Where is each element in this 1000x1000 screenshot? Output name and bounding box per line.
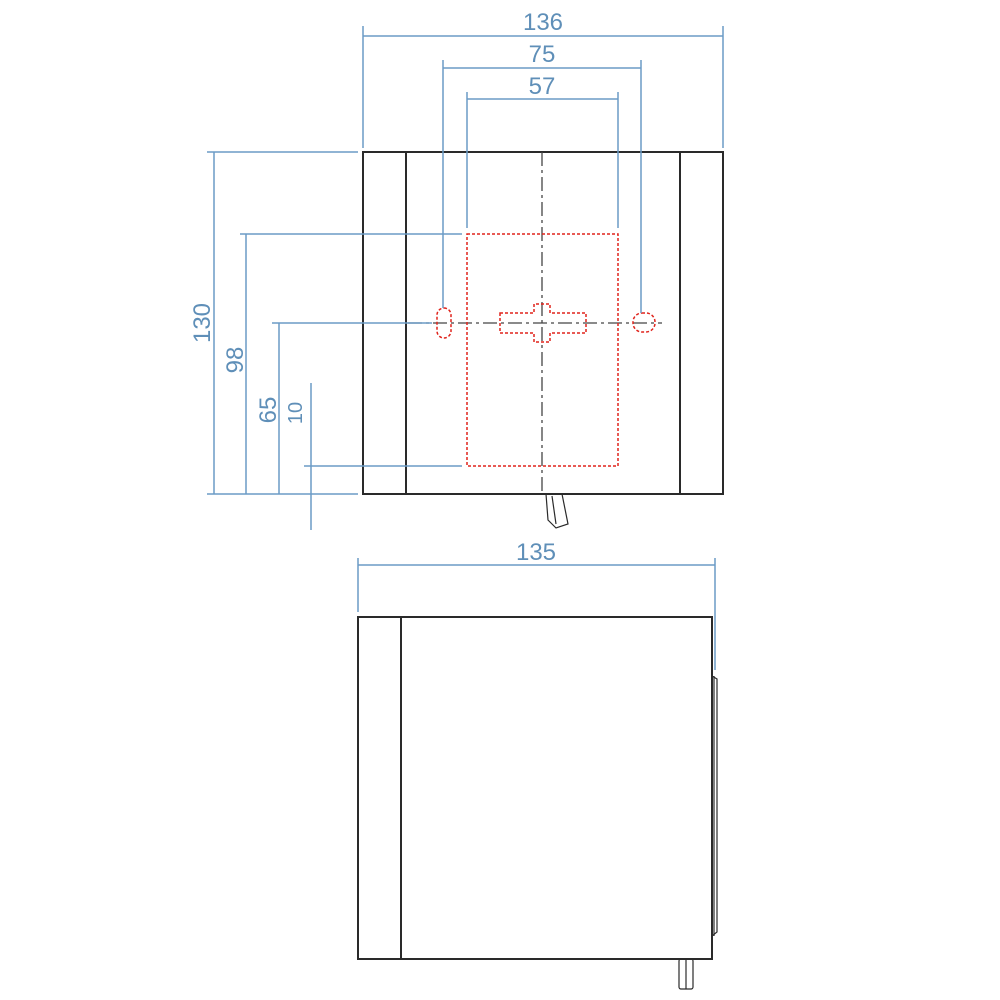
dimension-height-130: 130 <box>189 151 358 495</box>
center-keyhole-slot <box>499 303 587 343</box>
front-dimensions: 136 75 57 130 98 <box>189 9 724 530</box>
label-57: 57 <box>529 73 556 100</box>
dimension-height-10: 10 <box>285 383 462 530</box>
dimension-slot-spacing-75: 75 <box>442 41 642 313</box>
side-view <box>357 616 718 990</box>
label-65: 65 <box>255 397 282 424</box>
dimension-width-136: 136 <box>362 9 724 148</box>
front-view <box>362 151 724 529</box>
right-mounting-slot <box>632 312 656 333</box>
label-136: 136 <box>523 9 563 36</box>
side-body-outline <box>357 616 713 960</box>
dimension-depth-135: 135 <box>357 539 716 670</box>
label-135: 135 <box>516 539 556 566</box>
dimension-template-width-57: 57 <box>466 73 619 228</box>
label-10: 10 <box>285 402 307 424</box>
left-mounting-slot <box>436 307 452 339</box>
label-130: 130 <box>189 303 216 343</box>
dimension-height-65: 65 <box>255 322 432 494</box>
label-98: 98 <box>222 347 249 374</box>
side-lever <box>678 958 694 990</box>
label-75: 75 <box>529 41 556 68</box>
front-lever <box>545 493 569 529</box>
dimension-height-98: 98 <box>222 233 462 494</box>
mounting-template-outline <box>466 233 619 467</box>
